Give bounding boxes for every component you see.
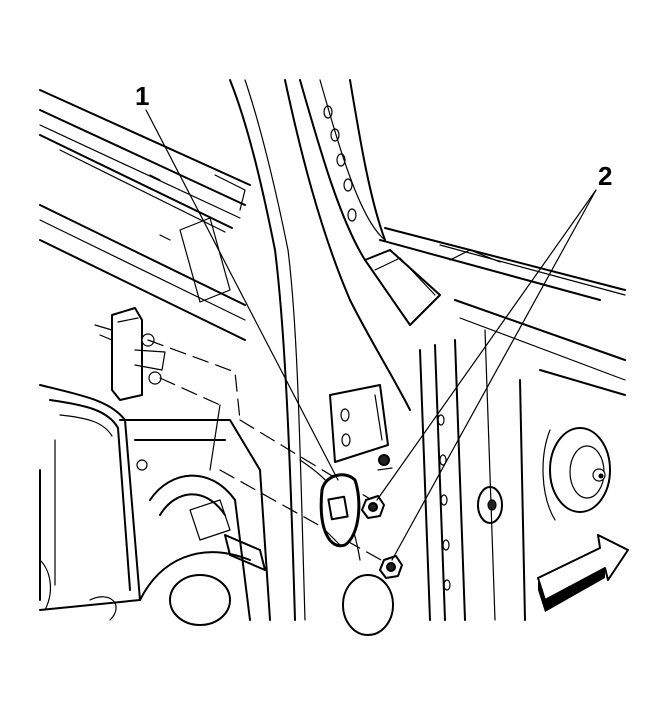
door-inner-panel: [39, 384, 271, 626]
upper-body-rails: [39, 89, 251, 341]
center-pillar: [229, 79, 626, 621]
callout-leaders: [145, 109, 597, 561]
regulator-motor: [542, 427, 611, 521]
component-1-plate: [319, 473, 361, 548]
component-2-fasteners: [361, 495, 403, 579]
direction-arrow-icon: [537, 534, 629, 612]
callout-label-1: 1: [135, 81, 149, 111]
pillar-mounting-bracket: [329, 384, 393, 471]
callout-label-2: 2: [598, 161, 612, 191]
regulator-bracket: [94, 307, 166, 401]
